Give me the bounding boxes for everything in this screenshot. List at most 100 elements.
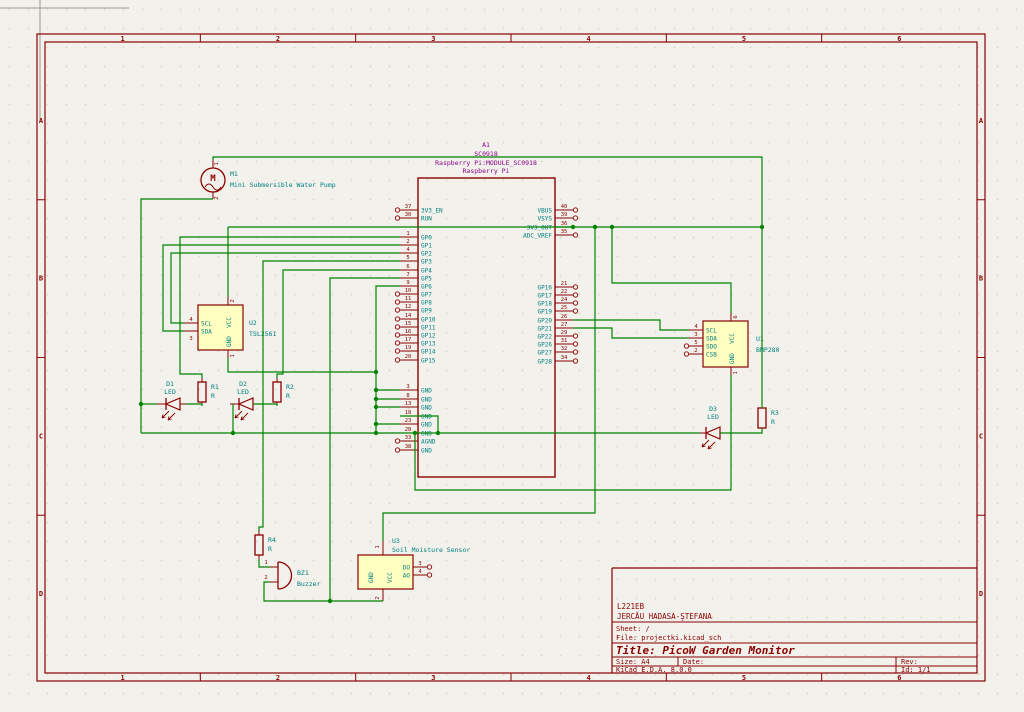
svg-text:12: 12 xyxy=(405,304,412,310)
svg-text:GP18: GP18 xyxy=(538,300,553,307)
svg-text:1: 1 xyxy=(733,371,739,374)
svg-text:21: 21 xyxy=(561,281,568,287)
svg-text:3: 3 xyxy=(418,561,421,567)
svg-text:R: R xyxy=(286,392,290,400)
svg-text:1: 1 xyxy=(121,35,125,43)
svg-text:L221EB: L221EB xyxy=(617,602,645,611)
svg-text:32: 32 xyxy=(561,346,568,352)
component-R2-resistor[interactable]: R2R xyxy=(272,378,294,406)
svg-text:40: 40 xyxy=(561,204,568,210)
svg-text:13: 13 xyxy=(405,401,412,407)
svg-text:RUN: RUN xyxy=(421,215,432,222)
svg-text:5: 5 xyxy=(406,255,409,261)
svg-text:26: 26 xyxy=(561,314,568,320)
svg-text:AGND: AGND xyxy=(421,438,436,445)
svg-text:15: 15 xyxy=(405,321,412,327)
svg-text:B: B xyxy=(39,275,43,283)
svg-text:GP11: GP11 xyxy=(421,324,436,331)
svg-text:14: 14 xyxy=(405,313,412,319)
svg-text:16: 16 xyxy=(405,329,412,335)
svg-text:GND: GND xyxy=(368,572,375,583)
svg-text:C: C xyxy=(979,432,983,440)
svg-text:U3: U3 xyxy=(392,537,400,545)
svg-text:GP4: GP4 xyxy=(421,267,432,274)
svg-text:R: R xyxy=(771,418,775,426)
svg-text:U2: U2 xyxy=(249,319,257,327)
svg-text:1: 1 xyxy=(375,545,381,548)
svg-text:GP2: GP2 xyxy=(421,250,432,257)
svg-text:GP22: GP22 xyxy=(538,333,553,340)
svg-text:GP21: GP21 xyxy=(538,325,553,332)
svg-text:8: 8 xyxy=(406,393,409,399)
svg-text:GP0: GP0 xyxy=(421,234,432,241)
svg-text:GP15: GP15 xyxy=(421,357,436,364)
svg-text:Raspberry Pi: Raspberry Pi xyxy=(463,167,510,175)
svg-text:28: 28 xyxy=(405,427,412,433)
svg-text:6: 6 xyxy=(897,674,901,682)
svg-text:VSYS: VSYS xyxy=(538,215,553,222)
svg-text:6: 6 xyxy=(897,35,901,43)
svg-text:27: 27 xyxy=(561,322,568,328)
svg-text:D: D xyxy=(39,590,43,598)
svg-text:GP3: GP3 xyxy=(421,258,432,265)
svg-text:1: 1 xyxy=(214,162,220,165)
svg-text:25: 25 xyxy=(561,305,568,311)
svg-text:2: 2 xyxy=(264,575,267,581)
component-R3-resistor[interactable]: R3R xyxy=(757,404,779,432)
svg-text:GND: GND xyxy=(421,430,432,437)
svg-text:SCL: SCL xyxy=(201,321,212,328)
svg-text:File: projectki.kicad_sch: File: projectki.kicad_sch xyxy=(616,634,721,642)
svg-text:3V3_EN: 3V3_EN xyxy=(421,207,443,214)
svg-text:M: M xyxy=(210,174,216,184)
svg-text:Soil Moisture Sensor: Soil Moisture Sensor xyxy=(392,546,470,554)
svg-text:3: 3 xyxy=(406,384,409,390)
svg-text:GND: GND xyxy=(421,413,432,420)
svg-text:6: 6 xyxy=(733,315,739,318)
svg-text:D: D xyxy=(979,590,983,598)
svg-text:GP13: GP13 xyxy=(421,340,436,347)
svg-text:1: 1 xyxy=(121,674,125,682)
svg-text:39: 39 xyxy=(561,212,568,218)
svg-text:Sheet: /: Sheet: / xyxy=(616,625,650,633)
svg-text:GP19: GP19 xyxy=(538,308,553,315)
component-R1-resistor[interactable]: R1R xyxy=(197,378,219,406)
svg-text:D1: D1 xyxy=(166,380,174,388)
svg-text:4: 4 xyxy=(587,674,591,682)
component-R4-resistor[interactable]: R4R xyxy=(254,531,276,559)
svg-text:M1: M1 xyxy=(230,170,238,178)
svg-text:22: 22 xyxy=(561,289,568,295)
svg-text:3: 3 xyxy=(431,35,435,43)
svg-text:38: 38 xyxy=(405,444,412,450)
svg-text:Date:: Date: xyxy=(683,658,704,666)
svg-text:VCC: VCC xyxy=(226,317,233,328)
svg-text:17: 17 xyxy=(405,337,412,343)
svg-text:R3: R3 xyxy=(771,409,779,417)
svg-text:JERCĂU HADASA-ŞTEFANA: JERCĂU HADASA-ŞTEFANA xyxy=(617,612,712,621)
svg-text:33: 33 xyxy=(405,435,412,441)
svg-text:GP27: GP27 xyxy=(538,349,553,356)
svg-text:2: 2 xyxy=(230,299,236,302)
origin-marker xyxy=(0,0,129,122)
svg-text:5: 5 xyxy=(694,340,697,346)
svg-text:36: 36 xyxy=(561,221,568,227)
svg-text:4: 4 xyxy=(189,317,193,323)
svg-text:11: 11 xyxy=(405,296,412,302)
svg-text:U1: U1 xyxy=(756,335,764,343)
wires[interactable] xyxy=(140,156,763,602)
svg-text:KiCad E.D.A. 8.0.0: KiCad E.D.A. 8.0.0 xyxy=(616,666,692,674)
svg-text:35: 35 xyxy=(561,229,568,235)
svg-text:GP6: GP6 xyxy=(421,283,432,290)
svg-text:GP28: GP28 xyxy=(538,358,553,365)
svg-text:AO: AO xyxy=(403,572,411,579)
svg-text:LED: LED xyxy=(237,388,249,396)
